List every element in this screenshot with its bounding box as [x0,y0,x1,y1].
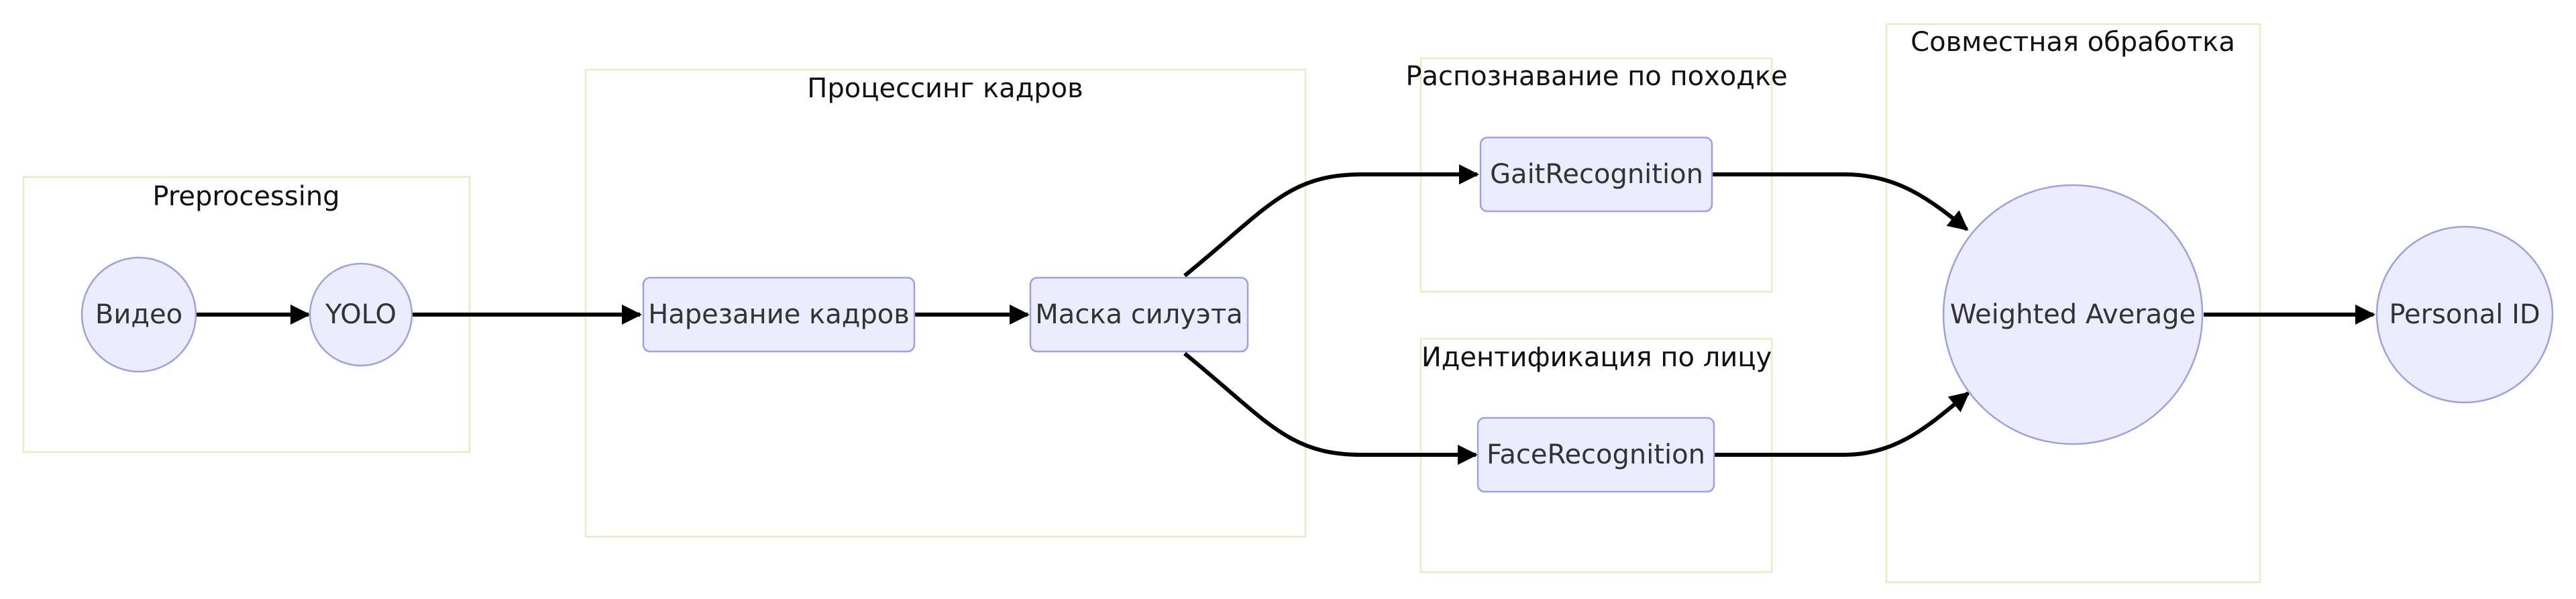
node-silhouette-mask-label: Маска силуэта [1035,299,1242,330]
node-video[interactable]: Видео [80,256,197,373]
node-gait-recognition-shape [1479,136,1713,213]
cluster-preprocessing-title: Preprocessing [152,181,339,212]
node-yolo-shape [309,262,413,367]
node-silhouette-mask[interactable]: Маска силуэта [1029,276,1249,353]
edge-gait-recognition-to-weighted-average [1712,172,1969,231]
node-gait-recognition[interactable]: GaitRecognition [1479,136,1713,213]
node-face-recognition-label: FaceRecognition [1487,439,1705,470]
node-frame-cutting-shape [642,276,916,353]
node-weighted-average[interactable]: Weighted Average [1942,184,2204,445]
edge-silhouette-mask-to-gait-recognition [1183,164,1479,278]
cluster-face-title: Идентификация по лицу [1421,342,1772,373]
node-personal-id[interactable]: Personal ID [2375,225,2554,404]
node-personal-id-label: Personal ID [2389,299,2540,330]
edge-silhouette-mask-to-face-recognition [1183,351,1478,465]
node-silhouette-mask-shape [1029,276,1249,353]
cluster-processing-title: Процессинг кадров [807,73,1083,104]
node-yolo-label: YOLO [325,299,396,330]
node-yolo[interactable]: YOLO [309,262,413,367]
node-face-recognition[interactable]: FaceRecognition [1477,417,1715,493]
node-frame-cutting-label: Нарезание кадров [648,299,910,330]
node-face-recognition-shape [1477,417,1715,493]
node-personal-id-shape [2375,225,2554,404]
node-frame-cutting[interactable]: Нарезание кадров [642,276,916,353]
edges [196,164,2375,465]
edge-face-recognition-to-weighted-average [1713,391,1970,457]
node-weighted-average-label: Weighted Average [1950,299,2196,330]
node-video-shape [80,256,197,373]
cluster-gait-title: Распознавание по походке [1405,61,1787,92]
cluster-joint-title: Совместная обработка [1911,27,2235,58]
node-video-label: Видео [95,299,182,330]
node-weighted-average-shape [1942,184,2204,445]
node-gait-recognition-label: GaitRecognition [1490,159,1703,190]
